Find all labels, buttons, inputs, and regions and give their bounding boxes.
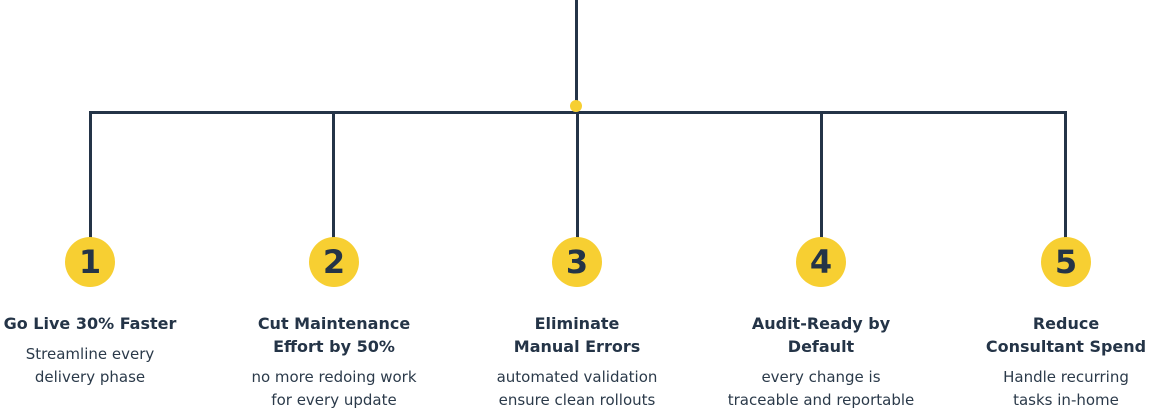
drop-line-5	[1064, 111, 1067, 239]
junction-dot	[570, 100, 582, 112]
drop-line-2	[332, 111, 335, 239]
step-5: 5 Reduce Consultant Spend Handle recurri…	[981, 237, 1151, 412]
step-number-badge: 4	[796, 237, 846, 287]
step-description: Handle recurring tasks in-home	[1003, 368, 1129, 409]
trunk-line	[575, 0, 578, 113]
step-number-badge: 5	[1041, 237, 1091, 287]
step-title: Cut Maintenance Effort by 50%	[257, 314, 411, 356]
step-title: Go Live 30% Faster	[3, 314, 177, 333]
drop-line-4	[820, 111, 823, 239]
step-1: 1 Go Live 30% Faster Streamline every de…	[0, 237, 190, 389]
step-title: Eliminate Manual Errors	[513, 314, 641, 356]
step-4: 4 Audit-Ready by Default every change is…	[706, 237, 936, 412]
step-number-badge: 3	[552, 237, 602, 287]
step-2: 2 Cut Maintenance Effort by 50% no more …	[219, 237, 449, 412]
step-title: Reduce Consultant Spend	[985, 314, 1147, 356]
step-3: 3 Eliminate Manual Errors automated vali…	[462, 237, 692, 412]
step-description: no more redoing work for every update	[251, 368, 417, 409]
drop-line-1	[89, 111, 92, 239]
step-description: automated validation ensure clean rollou…	[496, 368, 658, 409]
step-number-badge: 1	[65, 237, 115, 287]
step-description: Streamline every delivery phase	[25, 345, 155, 386]
step-title: Audit-Ready by Default	[751, 314, 891, 356]
drop-line-3	[576, 111, 579, 239]
step-description: every change is traceable and reportable	[727, 368, 915, 409]
step-number-badge: 2	[309, 237, 359, 287]
